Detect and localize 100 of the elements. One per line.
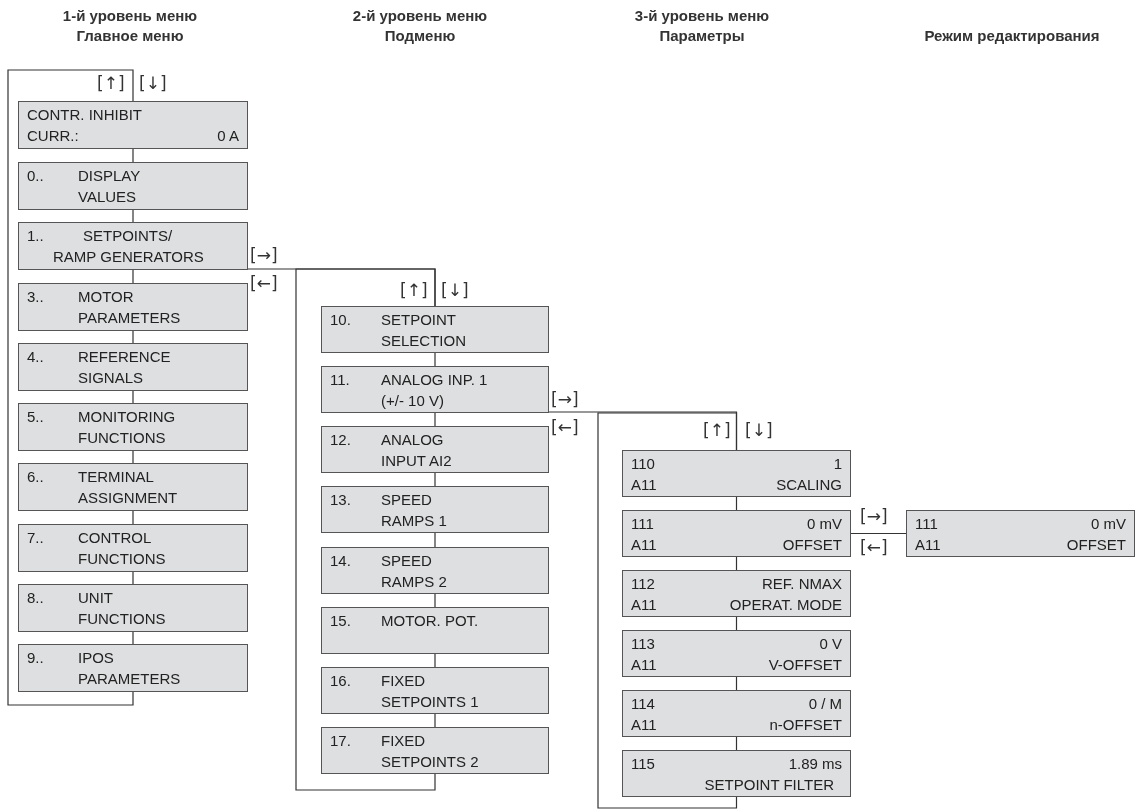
connector-line — [7, 69, 134, 706]
key-label: [←] — [250, 272, 278, 294]
parameter-box — [622, 570, 851, 617]
key-label: [↑] — [703, 419, 731, 441]
parameter-box — [622, 450, 851, 497]
menu-number: 9.. — [27, 648, 45, 668]
display-text: SCALING — [775, 475, 842, 495]
connector-line — [132, 209, 134, 223]
column-heading: Главное меню — [76, 26, 184, 46]
display-text: OFFSET — [1065, 535, 1126, 555]
column-heading: 3-й уровень меню — [634, 6, 770, 26]
display-text: A11 — [631, 475, 657, 495]
connector-line — [434, 593, 436, 608]
connector-line — [132, 269, 134, 284]
menu-number: 8.. — [27, 588, 45, 608]
menu-label: UNIT FUNCTIONS — [78, 588, 167, 629]
key-label: [→] — [250, 244, 278, 266]
menu-number: 6.. — [27, 467, 45, 487]
display-text: REF. NMAX — [761, 574, 842, 594]
key-label: [←] — [551, 416, 579, 438]
menu-number: 14. — [330, 551, 352, 571]
display-text: 1.89 ms — [787, 754, 842, 774]
connector-line — [434, 472, 436, 487]
menu-label: MOTOR. POT. — [381, 611, 480, 631]
menu-item-box — [321, 486, 549, 533]
menu-item-box — [18, 463, 248, 511]
key-label: [↑] — [400, 279, 428, 301]
menu-item-box — [18, 524, 248, 572]
connector-line — [132, 631, 134, 645]
menu-item-box — [18, 403, 248, 451]
key-label: [→] — [551, 388, 579, 410]
menu-number: 5.. — [27, 407, 45, 427]
menu-item-box — [321, 667, 549, 714]
display-text: 0 V — [818, 634, 842, 654]
column-heading: Параметры — [659, 26, 745, 46]
display-text: V-OFFSET — [767, 655, 842, 675]
connector-line — [295, 268, 436, 791]
display-text: 0 mV — [806, 514, 842, 534]
connector-line — [132, 148, 134, 163]
menu-number: 3.. — [27, 287, 45, 307]
parameter-box — [622, 630, 851, 677]
parameter-box — [622, 750, 851, 797]
connector-line — [132, 330, 134, 344]
key-label: [↓] — [441, 279, 469, 301]
key-label: [→] — [860, 505, 888, 527]
column-heading: 1-й уровень меню — [62, 6, 198, 26]
display-text: 0 A — [216, 126, 239, 146]
menu-number: 1.. — [27, 226, 44, 246]
menu-number: 12. — [330, 430, 352, 450]
display-text: 112 — [631, 574, 656, 594]
connector-line — [132, 571, 134, 585]
menu-number: 10. — [330, 310, 352, 330]
menu-label: TERMINAL ASSIGNMENT — [78, 467, 179, 508]
menu-item-box — [18, 644, 248, 692]
column-heading: Подменю — [384, 26, 456, 46]
menu-number: 16. — [330, 671, 352, 691]
menu-item-box — [18, 343, 248, 391]
connector-line — [434, 532, 436, 548]
menu-number: 4.. — [27, 347, 45, 367]
menu-number: 13. — [330, 490, 352, 510]
menu-number: 15. — [330, 611, 352, 631]
menu-item-box — [18, 584, 248, 632]
menu-label: FIXED SETPOINTS 2 — [381, 731, 480, 772]
connector-line — [597, 412, 738, 809]
menu-item-box — [18, 283, 248, 331]
connector-line — [850, 532, 907, 535]
menu-item-box — [321, 547, 549, 594]
menu-label: ANALOG INP. 1 (+/- 10 V) — [381, 370, 489, 411]
menu-label: MOTOR PARAMETERS — [78, 287, 182, 328]
display-text: CONTR. INHIBIT — [27, 105, 143, 125]
connector-line — [132, 510, 134, 525]
menu-label: SPEED RAMPS 1 — [381, 490, 448, 531]
menu-item-box — [18, 162, 248, 210]
connector-line — [132, 390, 134, 404]
connector-line — [434, 653, 436, 668]
menu-item-box — [321, 607, 549, 654]
menu-item-box — [18, 222, 248, 270]
key-label: [←] — [860, 536, 888, 558]
menu-label: ANALOG INPUT AI2 — [381, 430, 453, 471]
connector-line — [132, 450, 134, 464]
key-label: [↑] — [97, 72, 125, 94]
display-text: A11 — [631, 595, 657, 615]
menu-label: CONTROL FUNCTIONS — [78, 528, 167, 569]
display-text: A11 — [631, 655, 657, 675]
menu-item-box — [321, 306, 549, 353]
parameter-box — [622, 690, 851, 737]
connector-line — [434, 352, 436, 367]
parameter-box — [906, 510, 1135, 557]
menu-item-box — [321, 426, 549, 473]
menu-label: SETPOINTS/ RAMP GENERATORS — [53, 226, 205, 267]
display-text: 1 — [832, 454, 842, 474]
menu-number: 7.. — [27, 528, 45, 548]
display-text: 111 — [631, 514, 655, 534]
display-text: 115 — [631, 754, 655, 774]
key-label: [↓] — [139, 72, 167, 94]
menu-label: MONITORING FUNCTIONS — [78, 407, 177, 448]
display-text: A11 — [915, 535, 941, 555]
status-display-box — [18, 101, 248, 149]
menu-label: REFERENCE SIGNALS — [78, 347, 172, 388]
menu-number: 11. — [330, 370, 351, 390]
